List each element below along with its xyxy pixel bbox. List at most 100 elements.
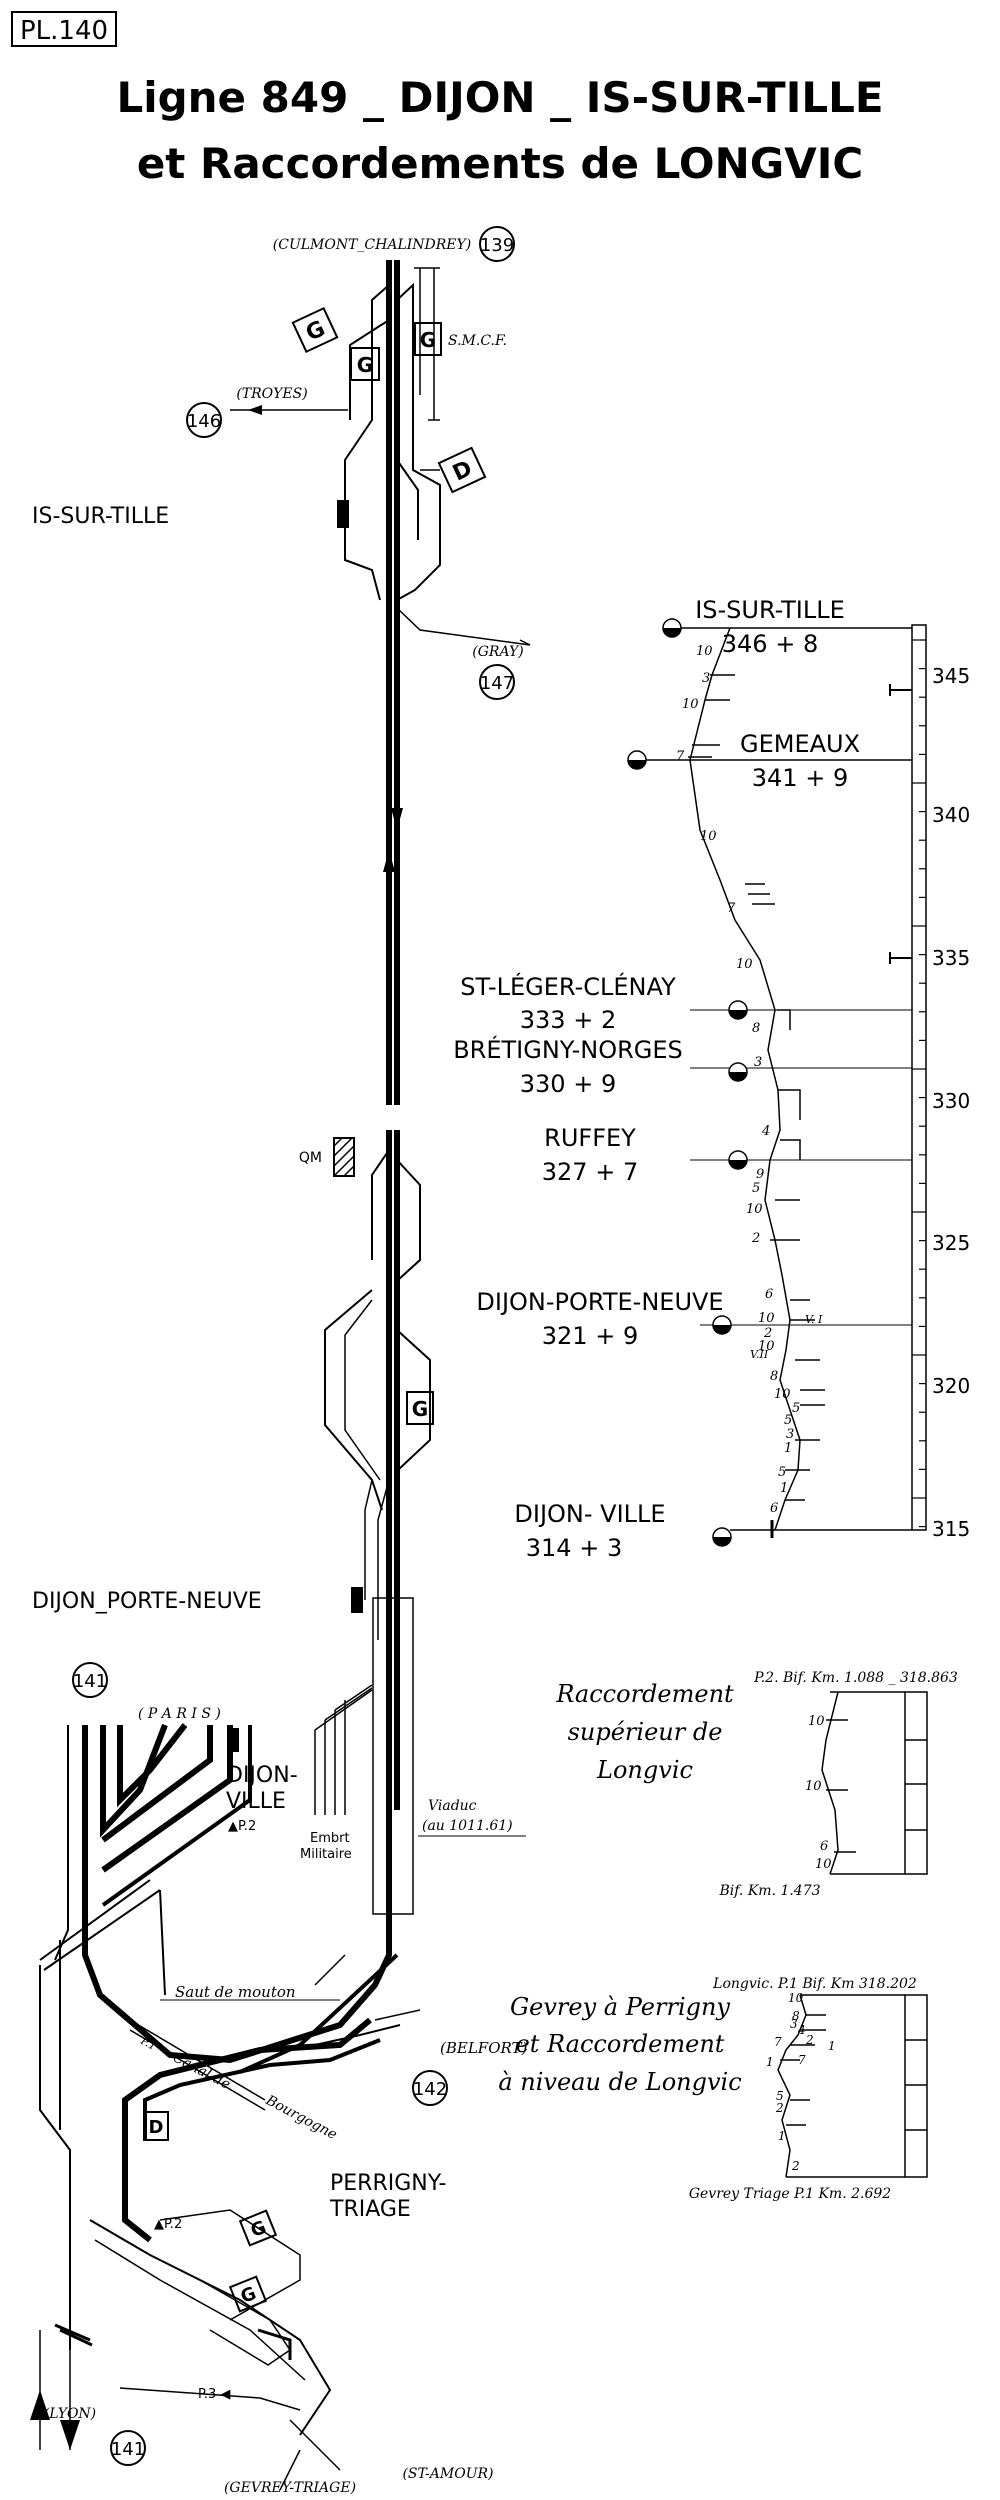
svg-text:Longvic. P.1 Bif. Km 318.202: Longvic. P.1 Bif. Km 318.202 — [712, 1976, 917, 1992]
arrow-down-icon — [391, 808, 403, 830]
profile-station-km: 341 + 9 — [752, 764, 848, 792]
svg-text:5: 5 — [792, 1401, 800, 1416]
svg-text:7: 7 — [676, 749, 685, 764]
km-tick-label: 330 — [932, 1089, 970, 1113]
svg-text:supérieur de: supérieur de — [568, 1718, 723, 1746]
svg-text:P.3 ◀: P.3 ◀ — [198, 2387, 230, 2402]
svg-text:7: 7 — [727, 901, 736, 916]
svg-text:10: 10 — [700, 829, 717, 844]
line-number-badge — [110, 2430, 146, 2466]
svg-text:5: 5 — [776, 2089, 784, 2103]
arrow-up-icon — [383, 850, 395, 872]
title-line-2: et Raccordements de LONGVIC — [137, 139, 863, 188]
svg-text:142: 142 — [413, 2079, 447, 2100]
svg-text:V. I: V. I — [805, 1313, 823, 1326]
track-map: G G G S.M.C.F. D 139 146 147 141 142 141… — [30, 226, 531, 2496]
gray-label: (GRAY) — [472, 644, 523, 660]
svg-text:10: 10 — [746, 1202, 763, 1217]
profile-station-km: 330 + 9 — [520, 1070, 616, 1098]
station-marker-icon — [728, 1062, 748, 1082]
profile-station-name: DIJON-PORTE-NEUVE — [476, 1288, 723, 1316]
svg-text:1: 1 — [780, 1481, 788, 1496]
km-tick-label: 325 — [932, 1231, 970, 1255]
profile-station-name: RUFFEY — [544, 1124, 636, 1152]
line-number-badge — [479, 226, 515, 262]
svg-text:5: 5 — [778, 1465, 786, 1480]
svg-text:G: G — [248, 2217, 270, 2242]
gevrey-triage-label: (GEVREY-TRIAGE) — [224, 2480, 356, 2496]
svg-text:5: 5 — [752, 1181, 760, 1196]
km-tick-label: 335 — [932, 946, 970, 970]
svg-text:1: 1 — [784, 1441, 792, 1456]
svg-text:2: 2 — [775, 2101, 784, 2115]
svg-text:7: 7 — [774, 2035, 782, 2049]
arrow-left-icon — [248, 405, 262, 415]
svg-text:Embrt: Embrt — [310, 1831, 350, 1846]
goods-shed-icon: G — [238, 2209, 278, 2247]
arrow-up-icon — [30, 2390, 50, 2420]
station-building-icon — [351, 1587, 363, 1613]
title-line-1: Ligne 849 _ DIJON _ IS-SUR-TILLE — [116, 73, 883, 122]
svg-text:2: 2 — [791, 2159, 800, 2173]
station-siding — [396, 282, 441, 601]
arrow-down-icon — [60, 2420, 80, 2450]
svg-text:2: 2 — [763, 1326, 772, 1341]
svg-text:10: 10 — [815, 1857, 832, 1872]
svg-text:141: 141 — [111, 2439, 145, 2460]
station-siding — [344, 284, 390, 601]
plate-box — [11, 11, 117, 47]
svg-text:146: 146 — [187, 411, 221, 432]
svg-text:et Raccordement: et Raccordement — [516, 2030, 725, 2058]
svg-text:10: 10 — [788, 1991, 804, 2005]
svg-text:G: G — [238, 2283, 260, 2308]
svg-text:10: 10 — [805, 1779, 822, 1794]
plate-number: PL.140 — [20, 16, 108, 46]
depot-icon — [143, 2111, 169, 2141]
svg-text:G: G — [412, 1397, 428, 1421]
svg-text:3: 3 — [754, 1055, 762, 1070]
svg-text:3: 3 — [786, 1427, 794, 1442]
line-number-badge — [186, 402, 222, 438]
svg-text:▲P.2: ▲P.2 — [228, 1819, 256, 1834]
yard-track — [324, 1289, 383, 1511]
svg-text:P.2. Bif. Km. 1.088 _ 318.863: P.2. Bif. Km. 1.088 _ 318.863 — [753, 1670, 958, 1686]
svg-text:Longvic: Longvic — [596, 1756, 693, 1784]
svg-text:à niveau de Longvic: à niveau de Longvic — [498, 2068, 741, 2096]
station-marker-icon — [712, 1315, 732, 1335]
svg-text:4: 4 — [797, 2023, 806, 2037]
svg-text:Gevrey Triage P.1 Km. 2.692: Gevrey Triage P.1 Km. 2.692 — [689, 2186, 891, 2202]
svg-text:1: 1 — [778, 2129, 786, 2143]
profile-station-name: DIJON- VILLE — [514, 1500, 665, 1528]
svg-text:8: 8 — [792, 2009, 800, 2023]
gevrey-perrigny-profile: Longvic. P.1 Bif. Km 318.202 10 8 4 3 2 … — [498, 1976, 928, 2202]
svg-text:10: 10 — [758, 1311, 775, 1326]
profile-station-km: 327 + 7 — [542, 1158, 638, 1186]
dijon-ville-label-1: DIJON- — [226, 1763, 298, 1788]
belfort-label: (BELFORT) — [440, 2039, 528, 2057]
perrigny-label-1: PERRIGNY- — [330, 2171, 447, 2196]
svg-text:141: 141 — [73, 1671, 107, 1692]
lyon-label: (LYON) — [44, 2406, 96, 2422]
profile-station-km: 333 + 2 — [520, 1006, 616, 1034]
station-building-icon — [337, 500, 349, 528]
svg-text:3: 3 — [790, 2017, 798, 2031]
profile-station-km: 321 + 9 — [542, 1322, 638, 1350]
paris-label: ( P A R I S ) — [138, 1706, 221, 1722]
km-tick-label: 320 — [932, 1374, 970, 1398]
svg-text:D: D — [149, 2117, 164, 2138]
km-scale-bar — [911, 624, 927, 1531]
km-tick-label: 340 — [932, 803, 970, 827]
gray-line — [396, 607, 531, 646]
perrigny-yard — [89, 2219, 332, 2436]
station-marker-icon — [712, 1527, 732, 1547]
profile-line — [689, 627, 801, 1531]
svg-text:6: 6 — [765, 1287, 773, 1302]
station-building-icon — [227, 1728, 239, 1752]
svg-text:7: 7 — [798, 2053, 806, 2067]
svg-text:Militaire: Militaire — [300, 1847, 352, 1862]
goods-shed-icon — [350, 347, 380, 381]
svg-text:10: 10 — [696, 644, 713, 659]
svg-text:Raccordement: Raccordement — [555, 1680, 734, 1708]
svg-text:10: 10 — [682, 697, 699, 712]
